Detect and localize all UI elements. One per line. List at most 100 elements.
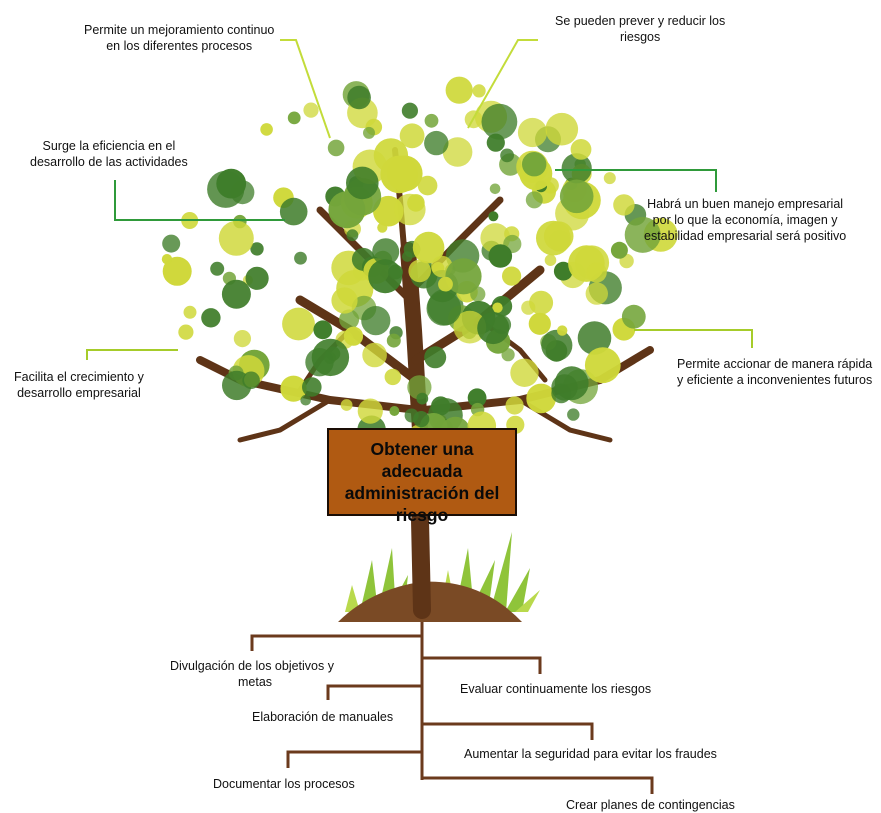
leaf-blob bbox=[216, 168, 247, 199]
leaf-blob bbox=[260, 123, 273, 136]
leaf-blob bbox=[362, 342, 387, 368]
leaf-blob bbox=[621, 304, 646, 329]
leaf-blob bbox=[233, 330, 251, 348]
benefit-3: Surge la eficiencia en el desarrollo de … bbox=[30, 138, 188, 170]
leaf-blob bbox=[245, 266, 269, 290]
leaf-blob bbox=[567, 408, 580, 421]
benefit-6-line-2: y eficiente a inconvenientes futuros bbox=[677, 373, 873, 387]
leaf-blob bbox=[577, 321, 612, 355]
benefit-6-line-1: Permite accionar de manera rápida bbox=[677, 357, 873, 371]
leaf-blob bbox=[510, 358, 539, 387]
benefit-1-line-2: en los diferentes procesos bbox=[106, 39, 253, 53]
benefit-2: Se pueden prever y reducir los riesgos bbox=[555, 13, 725, 45]
leaf-blob bbox=[541, 329, 573, 361]
leaf-blob bbox=[303, 102, 319, 118]
action-1: Divulgación de los objetivos y metas bbox=[170, 658, 334, 690]
leaf-blob bbox=[313, 320, 333, 340]
leaf-blob bbox=[424, 113, 439, 128]
action-1-line-1: Divulgación de los objetivos y bbox=[170, 659, 334, 673]
sign-line-1: Obtener una adecuada bbox=[370, 439, 474, 481]
benefit-6: Permite accionar de manera rápida y efic… bbox=[677, 356, 872, 388]
leaf-blob bbox=[250, 242, 264, 256]
action-3: Elaboración de manuales bbox=[252, 710, 394, 724]
leaf-blob bbox=[521, 300, 536, 315]
benefit-4: Habrá un buen manejo empresarial por lo … bbox=[644, 196, 846, 244]
leaf-blob bbox=[363, 126, 375, 139]
leaf-blob bbox=[489, 183, 501, 195]
leaf-blob bbox=[412, 231, 445, 264]
leaf-blob bbox=[525, 191, 543, 209]
action-6: Crear planes de contingencias bbox=[566, 798, 735, 812]
leaf-blob bbox=[347, 85, 371, 110]
root-a5 bbox=[286, 750, 422, 768]
action-connectors bbox=[250, 622, 654, 794]
leaf-blob bbox=[488, 244, 513, 268]
benefit-3-line-1: Surge la eficiencia en el bbox=[42, 139, 176, 153]
leaf-blob bbox=[305, 348, 334, 377]
leaf-blob bbox=[492, 302, 503, 313]
connector-b3 bbox=[114, 180, 285, 221]
benefit-4-line-1: Habrá un buen manejo empresarial bbox=[647, 197, 844, 211]
leaf-blob bbox=[210, 261, 225, 276]
leaf-blob bbox=[178, 324, 194, 340]
leaf-blob bbox=[407, 375, 432, 400]
leaf-blob bbox=[377, 222, 388, 233]
leaf-blob bbox=[331, 287, 358, 314]
leaf-blob bbox=[488, 211, 499, 222]
leaf-blob bbox=[339, 309, 360, 330]
leaf-blob bbox=[570, 139, 592, 160]
benefit-5: Facilita el crecimiento y desarrollo emp… bbox=[14, 369, 144, 401]
leaf-blob bbox=[384, 368, 401, 386]
leaf-blob bbox=[401, 102, 418, 119]
leaf-blob bbox=[416, 392, 429, 405]
leaf-blob bbox=[453, 310, 487, 344]
leaf-blob bbox=[402, 251, 413, 262]
action-4: Aumentar la seguridad para evitar los fr… bbox=[464, 747, 717, 761]
leaf-blob bbox=[201, 308, 221, 328]
action-2: Evaluar continuamente los riesgos bbox=[460, 682, 652, 696]
leaf-blob bbox=[584, 347, 621, 384]
leaf-blob bbox=[624, 216, 661, 253]
leaf-blob bbox=[218, 220, 254, 256]
leaf-blob bbox=[388, 264, 403, 280]
leaf-blob bbox=[603, 172, 616, 185]
leaf-blob bbox=[522, 152, 547, 177]
leaf-blob bbox=[282, 307, 315, 341]
leaf-blob bbox=[442, 137, 473, 167]
leaf-blob bbox=[585, 282, 608, 305]
benefit-4-line-2: por lo que la economía, imagen y bbox=[652, 213, 838, 227]
root-a4 bbox=[422, 722, 594, 740]
leaf-blob bbox=[408, 259, 432, 283]
leaf-blob bbox=[426, 291, 462, 326]
benefit-4-line-3: estabilidad empresarial será positivo bbox=[644, 229, 847, 243]
sign-line-2: administración del bbox=[344, 483, 500, 503]
root-a1 bbox=[250, 634, 422, 651]
leaf-blob bbox=[242, 371, 260, 390]
leaf-blob bbox=[500, 148, 514, 163]
leaf-blob bbox=[361, 306, 391, 336]
leaf-blob bbox=[438, 276, 453, 292]
leaf-blob bbox=[327, 139, 345, 157]
foliage bbox=[161, 76, 678, 461]
leaf-blob bbox=[417, 175, 438, 196]
leaf-blob bbox=[221, 279, 251, 309]
leaf-blob bbox=[287, 111, 301, 125]
leaf-blob bbox=[553, 261, 573, 281]
leaf-blob bbox=[162, 234, 181, 253]
leaf-blob bbox=[340, 399, 353, 411]
leaf-blob bbox=[424, 346, 447, 369]
leaf-blob bbox=[557, 325, 568, 336]
leaf-blob bbox=[528, 312, 551, 335]
leaf-blob bbox=[467, 388, 487, 408]
leaf-blob bbox=[613, 194, 635, 216]
benefit-2-line-2: riesgos bbox=[619, 30, 661, 44]
leaf-blob bbox=[346, 166, 379, 200]
leaf-blob bbox=[526, 383, 556, 414]
leaf-blob bbox=[543, 221, 574, 251]
leaf-blob bbox=[183, 305, 197, 319]
leaf-blob bbox=[346, 229, 359, 242]
leaf-blob bbox=[302, 377, 322, 397]
leaf-blob bbox=[343, 326, 364, 346]
leaf-blob bbox=[294, 251, 307, 265]
leaf-blob bbox=[161, 254, 173, 265]
